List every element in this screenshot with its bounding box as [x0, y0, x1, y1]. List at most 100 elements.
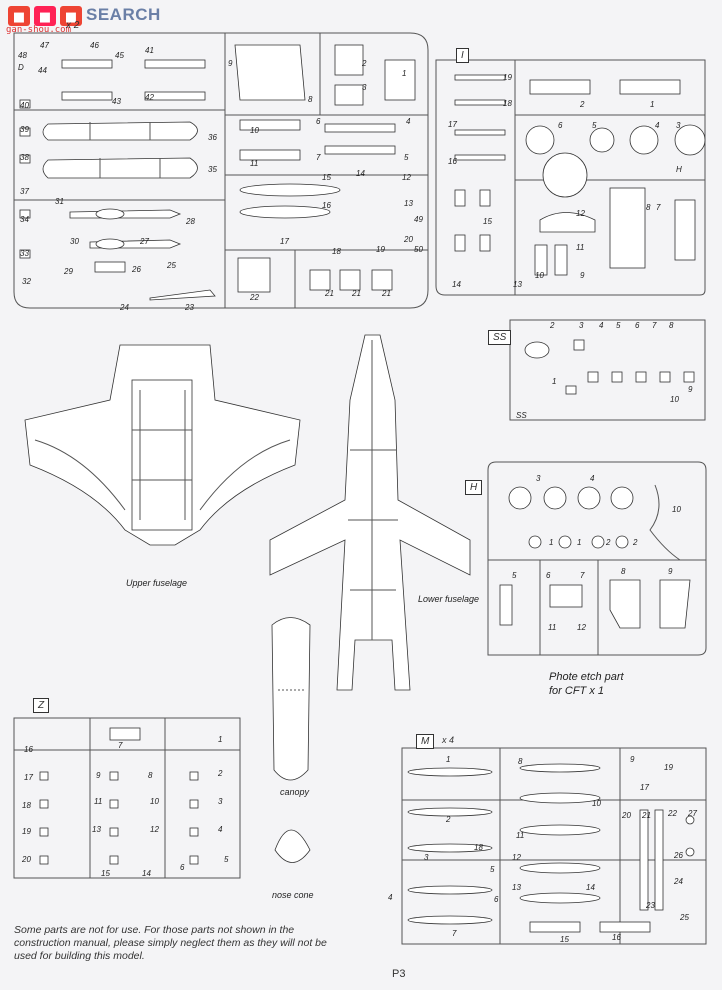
svg-text:30: 30	[70, 237, 79, 246]
svg-text:50: 50	[414, 245, 423, 254]
svg-text:2: 2	[445, 815, 451, 824]
main-sprue-parts	[19, 44, 416, 301]
svg-text:19: 19	[664, 763, 673, 772]
svg-text:10: 10	[250, 126, 259, 135]
svg-text:4: 4	[655, 121, 660, 130]
svg-text:6: 6	[316, 117, 321, 126]
site-logo: ■ ■ ■	[6, 4, 166, 38]
logo-url-text: gan-shou.com	[6, 25, 72, 35]
svg-text:1: 1	[402, 69, 406, 78]
sprue-m-tag: M	[416, 734, 435, 749]
usage-note: Some parts are not for use. For those pa…	[14, 924, 327, 962]
sprue-z-tag: Z	[33, 698, 50, 713]
svg-text:27: 27	[687, 809, 697, 818]
svg-text:11: 11	[94, 797, 102, 806]
svg-text:8: 8	[646, 203, 651, 212]
svg-text:23: 23	[184, 303, 194, 312]
svg-text:7: 7	[652, 321, 657, 330]
svg-text:2: 2	[605, 538, 611, 547]
svg-text:49: 49	[414, 215, 423, 224]
canopy-drawing	[271, 617, 311, 781]
svg-text:41: 41	[145, 46, 154, 55]
svg-text:3: 3	[218, 797, 223, 806]
svg-text:26: 26	[131, 265, 141, 274]
svg-text:21: 21	[324, 289, 334, 298]
svg-text:4: 4	[218, 825, 223, 834]
svg-text:45: 45	[115, 51, 124, 60]
svg-text:8: 8	[669, 321, 674, 330]
svg-text:15: 15	[322, 173, 331, 182]
svg-text:47: 47	[40, 41, 49, 50]
page-number: P3	[392, 968, 406, 980]
svg-text:12: 12	[402, 173, 411, 182]
svg-text:3: 3	[536, 474, 541, 483]
svg-text:44: 44	[38, 66, 47, 75]
svg-text:26: 26	[673, 851, 683, 860]
svg-text:10: 10	[535, 271, 544, 280]
svg-text:4: 4	[406, 117, 411, 126]
svg-text:37: 37	[20, 187, 29, 196]
svg-text:5: 5	[490, 865, 495, 874]
svg-text:7: 7	[452, 929, 457, 938]
svg-text:10: 10	[670, 395, 679, 404]
svg-text:13: 13	[513, 280, 522, 289]
svg-text:1: 1	[446, 755, 450, 764]
svg-text:20: 20	[21, 855, 31, 864]
svg-text:7: 7	[118, 741, 123, 750]
svg-text:13: 13	[404, 199, 413, 208]
logo-mark-icon: ■ ■ ■	[8, 6, 82, 26]
svg-text:32: 32	[22, 277, 31, 286]
canopy-caption: canopy	[280, 787, 310, 797]
nose-cone-drawing	[274, 829, 311, 863]
upper-fuselage-caption: Upper fuselage	[126, 578, 188, 588]
svg-text:3: 3	[676, 121, 681, 130]
svg-text:18: 18	[22, 801, 31, 810]
svg-text:20: 20	[621, 811, 631, 820]
svg-text:9: 9	[630, 755, 635, 764]
svg-text:31: 31	[55, 197, 64, 206]
svg-text:14: 14	[356, 169, 365, 178]
svg-text:16: 16	[448, 157, 457, 166]
svg-text:19: 19	[503, 73, 512, 82]
svg-text:■: ■	[13, 10, 25, 25]
sprue-ss-tag: SS	[488, 330, 512, 345]
svg-text:3: 3	[424, 853, 429, 862]
svg-text:5: 5	[224, 855, 229, 864]
svg-text:1: 1	[549, 538, 553, 547]
svg-text:46: 46	[90, 41, 99, 50]
svg-text:17: 17	[640, 783, 649, 792]
sprue-i-tag: I	[456, 48, 469, 63]
svg-text:27: 27	[139, 237, 149, 246]
svg-text:15: 15	[483, 217, 492, 226]
svg-text:2: 2	[579, 100, 585, 109]
sprue-ss-frame	[509, 319, 706, 421]
svg-text:2: 2	[549, 321, 555, 330]
svg-text:2: 2	[632, 538, 638, 547]
svg-text:9: 9	[96, 771, 101, 780]
svg-text:36: 36	[208, 133, 217, 142]
svg-text:5: 5	[512, 571, 517, 580]
svg-text:7: 7	[580, 571, 585, 580]
svg-text:5: 5	[404, 153, 409, 162]
svg-text:34: 34	[20, 215, 29, 224]
main-sprue-frame	[13, 32, 429, 309]
svg-text:4: 4	[388, 893, 393, 902]
main-sprue-multiplier: x 2	[66, 20, 80, 31]
svg-text:8: 8	[308, 95, 313, 104]
svg-text:24: 24	[673, 877, 683, 886]
svg-text:24: 24	[119, 303, 129, 312]
svg-text:9: 9	[668, 567, 673, 576]
svg-text:22: 22	[667, 809, 677, 818]
svg-text:42: 42	[145, 93, 154, 102]
svg-text:21: 21	[641, 811, 651, 820]
svg-text:25: 25	[166, 261, 176, 270]
svg-text:■: ■	[39, 10, 51, 25]
svg-text:19: 19	[376, 245, 385, 254]
svg-text:16: 16	[612, 933, 621, 942]
svg-text:SS: SS	[516, 411, 527, 420]
svg-text:21: 21	[351, 289, 361, 298]
